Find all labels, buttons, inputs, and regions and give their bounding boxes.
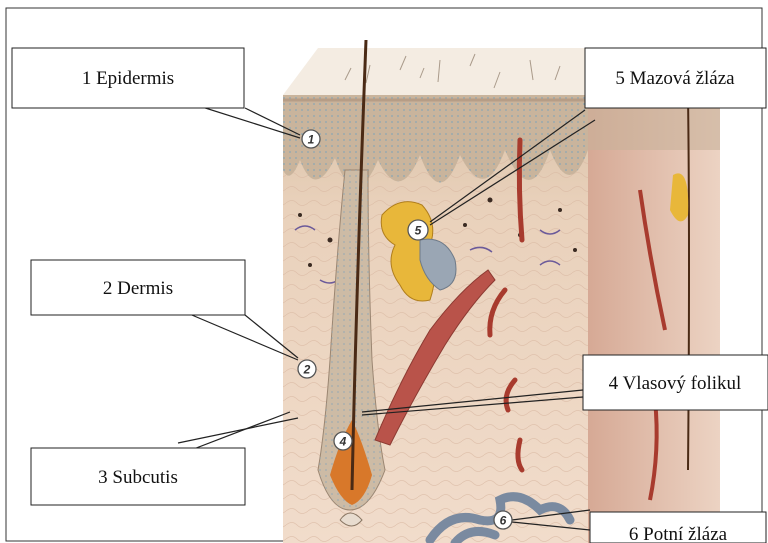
marker-5-text: 5 [415,224,422,238]
label-dermis: 2 Dermis [31,260,245,315]
skin-surface [283,48,620,95]
label-epidermis: 1 Epidermis [12,48,244,108]
marker-6-text: 6 [500,514,507,528]
label-follicle: 4 Vlasový folikul [583,355,768,410]
marker-1: 1 [302,130,320,148]
label-subcutis: 3 Subcutis [31,448,245,505]
label-sweat-text: 6 Potní žláza [629,524,728,543]
label-subcutis-text: 3 Subcutis [98,467,178,488]
marker-1-text: 1 [308,133,315,147]
marker-6: 6 [494,511,512,529]
label-epidermis-text: 1 Epidermis [82,68,174,89]
side-hair [688,95,689,470]
leader-subcutis-a [178,418,298,443]
label-sweat: 6 Potní žláza [590,512,766,543]
leader-dermis-a [180,310,298,360]
label-dermis-text: 2 Dermis [103,278,173,299]
marker-2-text: 2 [303,363,311,377]
label-follicle-text: 4 Vlasový folikul [609,373,742,394]
marker-5: 5 [408,220,428,240]
marker-4-text: 4 [339,435,347,449]
label-sebaceous: 5 Mazová žláza [585,48,766,108]
label-sebaceous-text: 5 Mazová žláza [615,68,735,89]
marker-4: 4 [334,432,352,450]
marker-2: 2 [298,360,316,378]
